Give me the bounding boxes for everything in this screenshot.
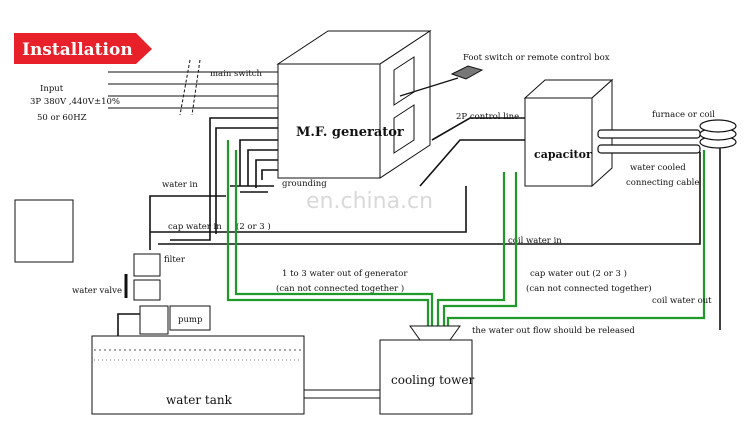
cap-water-in-label: cap water in <box>168 222 222 232</box>
input-label: Input <box>40 84 64 94</box>
generator-box <box>276 30 432 179</box>
voltage-label: 3P 380V ,440V±10% <box>30 97 120 107</box>
pump-pipe <box>117 313 140 340</box>
connecting-cable-label: connecting cable <box>626 178 699 188</box>
frequency-label: 50 or 60HZ <box>37 113 87 123</box>
water-tank-label: water tank <box>166 393 233 407</box>
capacitor-label: capacitor <box>534 148 592 161</box>
foot-switch-pedal <box>450 65 484 80</box>
pump-motor <box>139 305 169 335</box>
release-note: the water out flow should be released <box>472 326 635 336</box>
gen-water-out-note: (can not connected together ) <box>276 283 404 294</box>
installation-title: Installation <box>22 40 133 60</box>
water-cooled-cables <box>597 129 701 154</box>
filter <box>133 253 161 277</box>
cooling-tower-label: cooling tower <box>391 373 474 387</box>
supply-pipes <box>149 148 721 330</box>
water-in-label: water in <box>162 180 198 190</box>
valve-body <box>133 279 161 301</box>
water-cooled-label: water cooled <box>630 163 686 173</box>
return-pipes <box>226 140 706 326</box>
pump-label: pump <box>178 315 203 325</box>
coil-water-in-label: coil water in <box>508 236 562 246</box>
cooling-tower <box>379 339 473 415</box>
furnace-label: furnace or coil <box>652 110 715 120</box>
control-line-label: 2P control line <box>456 112 519 122</box>
coil-water-out-label: coil water out <box>652 296 712 306</box>
grounding-label: grounding <box>282 179 327 189</box>
cap-water-in-count: (2 or 3 ) <box>236 221 271 232</box>
filter-label: filter <box>164 255 186 265</box>
control-line-2 <box>419 139 525 187</box>
switch-cabinet <box>14 199 74 263</box>
cap-water-out-label: cap water out (2 or 3 ) <box>530 268 627 279</box>
water-valve-label: water valve <box>72 286 122 296</box>
main-switch-label: main switch <box>210 69 263 79</box>
furnace-coil <box>699 119 737 149</box>
water-tank <box>91 335 305 415</box>
generator-label: M.F. generator <box>296 125 404 140</box>
cooling-tower-funnel <box>409 325 461 341</box>
foot-switch-label: Foot switch or remote control box <box>463 53 610 63</box>
main-power-lines <box>108 59 278 116</box>
watermark: en.china.cn <box>306 189 433 214</box>
foot-switch-cable <box>399 77 459 97</box>
control-line <box>431 117 525 141</box>
gen-water-out-label: 1 to 3 water out of generator <box>282 269 408 279</box>
installation-banner <box>14 33 152 64</box>
cap-water-out-note: (can not connected together) <box>526 283 652 294</box>
pump <box>169 305 211 331</box>
